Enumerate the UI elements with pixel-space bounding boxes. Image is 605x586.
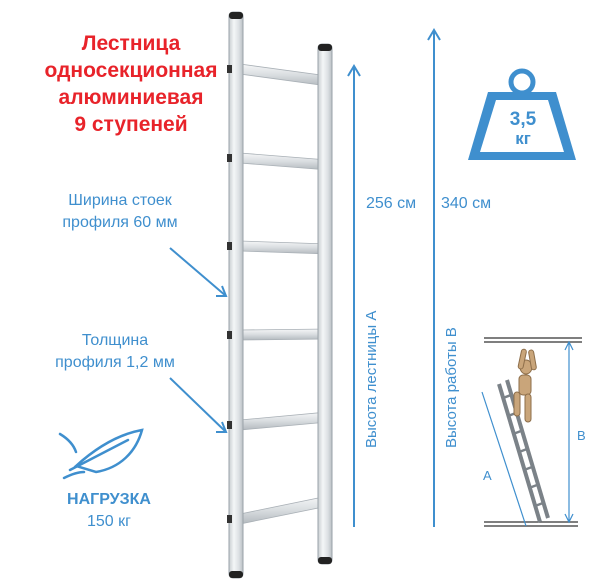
work-height-value: 340 см <box>441 195 492 212</box>
annotation-pointers <box>169 247 228 433</box>
thickness-annotation: Толщина профиля 1,2 мм <box>40 330 190 374</box>
weight-label: 3,5 кг <box>488 110 558 148</box>
rung <box>239 411 329 431</box>
product-title: Лестница односекционная алюминиевая 9 ст… <box>18 30 244 138</box>
width-annotation: Ширина стоек профиля 60 мм <box>50 190 190 234</box>
right-rail <box>317 43 333 565</box>
weight-icon <box>468 68 576 160</box>
rung <box>239 240 329 255</box>
load-info: НАГРУЗКА 150 кг <box>50 489 168 533</box>
thickness-annotation-line-1: Толщина <box>81 332 149 349</box>
title-line-4: 9 ступеней <box>74 113 188 136</box>
load-value: 150 кг <box>87 513 131 530</box>
left-rail <box>227 11 244 579</box>
ladder-height-label: Высота лестницы А <box>363 310 380 448</box>
rung <box>239 63 329 87</box>
title-line-3: алюминиевая <box>58 86 204 109</box>
load-label: НАГРУЗКА <box>67 491 151 508</box>
width-annotation-line-1: Ширина стоек <box>68 192 172 209</box>
thickness-annotation-line-2: профиля 1,2 мм <box>55 354 175 371</box>
work-height-label: Высота работы В <box>443 327 460 448</box>
height-arrows <box>347 28 441 527</box>
diagram-label-a: A <box>483 468 492 483</box>
ladder-rungs <box>239 63 329 525</box>
diagram-label-b: B <box>577 428 586 443</box>
title-line-1: Лестница <box>81 32 181 55</box>
weight-value: 3,5 <box>509 109 537 130</box>
rung <box>239 328 329 341</box>
width-annotation-line-2: профиля 60 мм <box>62 214 178 231</box>
rung <box>239 495 329 525</box>
usage-diagram <box>481 337 582 527</box>
feather-icon <box>58 428 144 480</box>
ladder-height-value: 256 см <box>366 195 417 212</box>
rung <box>239 152 329 171</box>
weight-unit: кг <box>515 129 531 148</box>
title-line-2: односекционная <box>44 59 218 82</box>
